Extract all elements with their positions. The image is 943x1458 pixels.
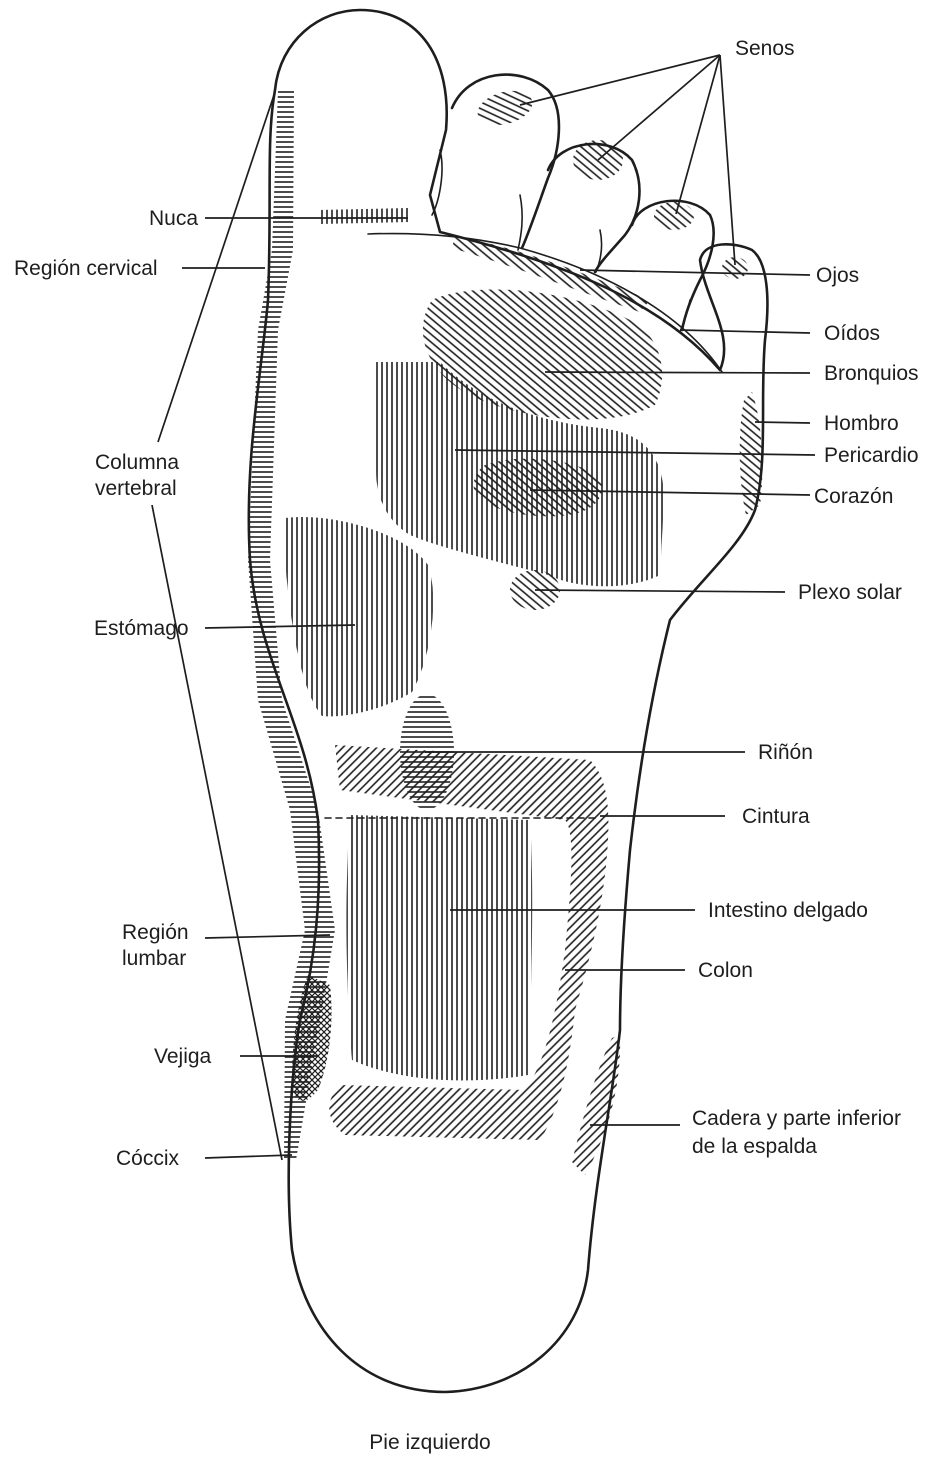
label-bladder: Vejiga — [154, 1044, 211, 1069]
label-eyes: Ojos — [816, 263, 859, 288]
label-kidney: Riñón — [758, 740, 813, 765]
toe-3-inner — [518, 195, 522, 250]
label-colon: Colon — [698, 958, 753, 983]
label-sinuses: Senos — [735, 36, 795, 61]
toe-4-inner — [596, 230, 602, 272]
label-shoulder: Hombro — [824, 411, 899, 436]
label-lumbar-line1: Región — [122, 920, 189, 945]
label-neck: Nuca — [100, 206, 198, 231]
label-pericardium: Pericardio — [824, 443, 919, 468]
label-spine-line1: Columna — [95, 450, 179, 475]
label-bronchi: Bronquios — [824, 361, 919, 386]
sinus-spot-3 — [654, 202, 694, 230]
zone-small-intestine — [346, 815, 532, 1080]
zone-neck — [318, 208, 410, 224]
zone-stomach — [285, 517, 433, 716]
label-stomach: Estómago — [94, 616, 189, 641]
label-small-intestine: Intestino delgado — [708, 898, 868, 923]
label-waist: Cintura — [742, 804, 810, 829]
label-lumbar-line2: lumbar — [122, 946, 186, 971]
sinus-spot-1 — [474, 85, 536, 130]
diagram-caption: Pie izquierdo — [330, 1430, 530, 1455]
label-spine-line2: vertebral — [95, 476, 177, 501]
label-ears: Oídos — [824, 321, 880, 346]
label-coccyx: Cóccix — [116, 1146, 179, 1171]
zone-hip — [572, 1035, 620, 1175]
label-heart: Corazón — [814, 484, 893, 509]
label-cervical-region: Región cervical — [14, 256, 158, 281]
label-hip-line2: de la espalda — [692, 1134, 817, 1159]
label-solar-plexus: Plexo solar — [798, 580, 902, 605]
label-hip-line1: Cadera y parte inferior — [692, 1106, 901, 1131]
